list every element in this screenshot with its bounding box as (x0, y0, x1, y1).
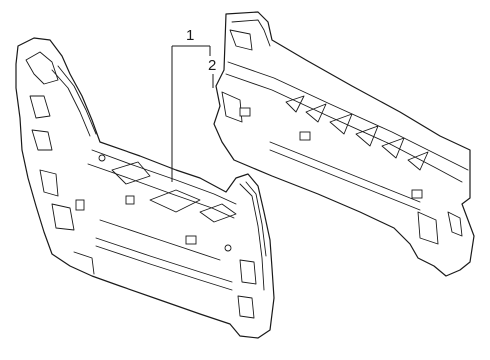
callout-1-label: 1 (186, 27, 194, 44)
rear-panel-part (213, 11, 475, 277)
front-panel-part (15, 37, 275, 339)
callout-2-label: 2 (208, 57, 216, 74)
callout-leaders (171, 45, 214, 182)
